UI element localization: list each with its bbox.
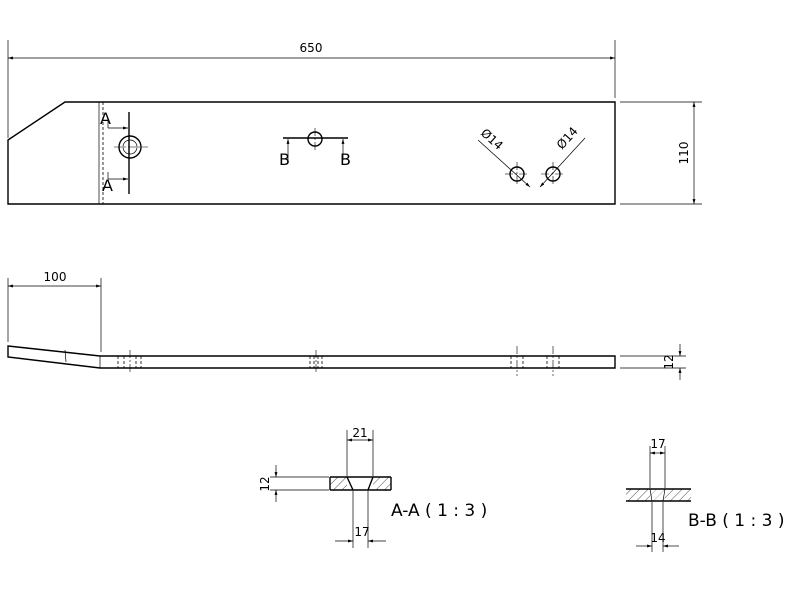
dim-a-bottom-width: 17 [354, 525, 369, 539]
section-a-view: 21 17 12 A-A ( 1 : 3 ) [258, 426, 487, 548]
side-view: 100 12 [7, 270, 686, 380]
section-b-label-right: B [340, 150, 351, 169]
section-b-label-left: B [279, 150, 290, 169]
section-a-label-bottom: A [102, 176, 113, 195]
section-a-marker: A A [100, 109, 148, 195]
dim-b-top-width: 17 [650, 437, 665, 451]
section-b-caption: B-B ( 1 : 3 ) [688, 511, 785, 531]
side-view-outline [7, 345, 616, 369]
dim-a-top-width: 21 [352, 426, 367, 440]
dim-height: 110 [677, 142, 691, 165]
section-b-marker: B B [279, 128, 351, 169]
top-view: 650 110 A A B B [7, 40, 702, 205]
dim-bend-length: 100 [44, 270, 67, 284]
dim-b-bottom-width: 14 [650, 531, 665, 545]
section-a-label-top: A [100, 109, 111, 128]
section-a-caption: A-A ( 1 : 3 ) [391, 501, 487, 521]
dim-side-thickness: 12 [662, 354, 676, 369]
dim-overall-length: 650 [300, 41, 323, 55]
dim-hole-diameter-left: Ø14 [478, 126, 506, 153]
section-b-view: 17 14 B-B ( 1 : 3 ) [626, 437, 785, 552]
dim-a-thickness: 12 [258, 476, 272, 491]
dim-hole-diameter-right: Ø14 [554, 124, 581, 152]
hole-pair: Ø14 Ø14 [477, 124, 586, 188]
